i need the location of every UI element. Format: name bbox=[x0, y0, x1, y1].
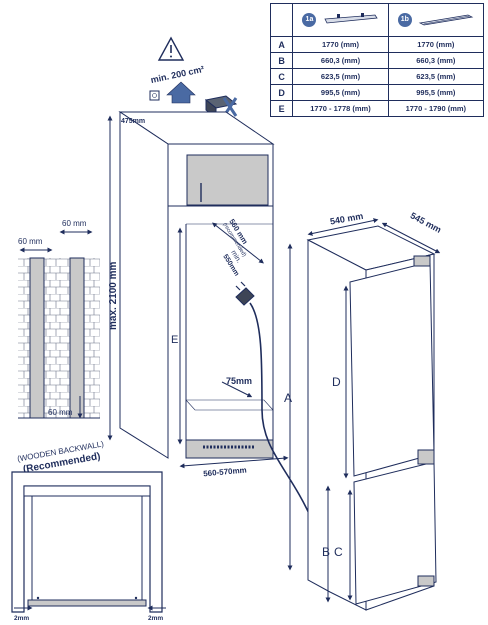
table-header-row: 1a 1b bbox=[269, 3, 485, 37]
dimension-d-label: D bbox=[332, 375, 341, 389]
table-row: D 995,5 (mm) 995,5 (mm) bbox=[269, 84, 485, 101]
depth-label: 545 mm bbox=[409, 210, 443, 235]
dimension-c-label: C bbox=[334, 545, 343, 559]
niche-depth-line bbox=[212, 222, 264, 264]
column-header-1b: 1b bbox=[387, 3, 485, 37]
bottom-width-line bbox=[179, 455, 289, 469]
cabinet-section-view bbox=[11, 471, 163, 613]
wall-socket-icon bbox=[149, 90, 160, 101]
width-label: 540 mm bbox=[329, 211, 364, 227]
airflow-arrow-icon bbox=[166, 81, 196, 104]
width-line bbox=[307, 218, 379, 236]
offset-label: 75mm bbox=[226, 376, 252, 386]
bracket-1a-icon bbox=[323, 13, 378, 24]
stone-backwall bbox=[18, 257, 100, 419]
tall-cabinet bbox=[118, 111, 275, 459]
dimension-a-label: A bbox=[284, 391, 292, 405]
ventilation-label: min. 200 cm² bbox=[150, 64, 205, 85]
table-row: E 1770 - 1778 (mm) 1770 - 1790 (mm) bbox=[269, 100, 485, 117]
dimension-e-label: E bbox=[171, 334, 178, 346]
left-gap-label: 60 mm bbox=[18, 237, 43, 246]
column-header-1a: 1a bbox=[292, 3, 389, 37]
badge-1b: 1b bbox=[397, 13, 412, 27]
right-gap-label: 60 mm bbox=[62, 219, 87, 228]
row-key: E bbox=[269, 100, 294, 117]
bottom-gap-label: 60 mm bbox=[48, 408, 73, 417]
section-right-gap-label: 2mm bbox=[148, 615, 163, 622]
ventilation-warning-icon bbox=[157, 36, 185, 61]
cell-1b: 1770 - 1790 (mm) bbox=[387, 100, 485, 117]
cabinet-depth-label: 475mm bbox=[121, 118, 145, 125]
offset-line bbox=[221, 381, 253, 398]
table-row: C 623,5 (mm) 623,5 (mm) bbox=[269, 68, 485, 85]
dimension-b-label: B bbox=[322, 545, 330, 559]
section-left-gap-label: 2mm bbox=[14, 615, 29, 622]
dimension-table: 1a 1b A 1770 (mm) 1770 (mm) B 660,3 (mm)… bbox=[269, 3, 485, 117]
badge-1a: 1a bbox=[302, 13, 317, 27]
bracket-1b-icon bbox=[418, 14, 474, 26]
max-height-label: max. 2100 mm bbox=[108, 262, 119, 330]
depth-line bbox=[381, 222, 441, 254]
bottom-width-label: 560-570mm bbox=[203, 466, 247, 479]
